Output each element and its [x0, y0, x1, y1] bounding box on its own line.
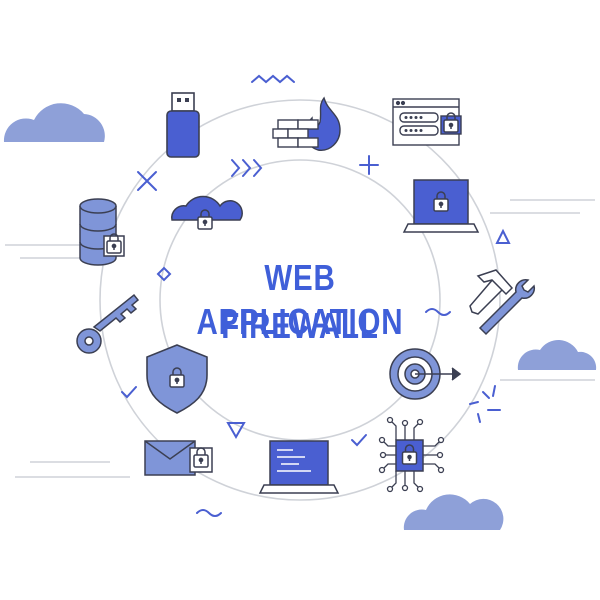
- usb-drive-icon: [166, 92, 200, 158]
- outer-ring: [99, 99, 501, 501]
- cloud-icon: [403, 494, 504, 530]
- cloud-icon: [517, 340, 597, 370]
- database-lock-icon: [79, 198, 125, 266]
- target-icon: [389, 348, 462, 400]
- key-icon: [76, 293, 140, 354]
- shield-lock-icon: [146, 344, 208, 414]
- password-login-window-icon: [392, 98, 462, 146]
- cloud-icon: [3, 103, 105, 142]
- title-line-1: WEB APPLICATION: [196, 257, 404, 342]
- laptop-code-icon: [258, 440, 340, 494]
- laptop-lock-icon: [402, 179, 480, 233]
- title-line-2: FIREWALL: [221, 305, 379, 346]
- brick-wall-fire-icon: [272, 96, 341, 151]
- hammer-wrench-icon: [469, 269, 536, 336]
- cloud-lock-icon: [171, 195, 243, 230]
- inner-ring: [159, 159, 441, 441]
- decorative-marks: [121, 74, 511, 517]
- email-lock-icon: [144, 440, 213, 476]
- orbit-rings: [99, 99, 501, 501]
- circuit-lock-icon: [378, 416, 445, 493]
